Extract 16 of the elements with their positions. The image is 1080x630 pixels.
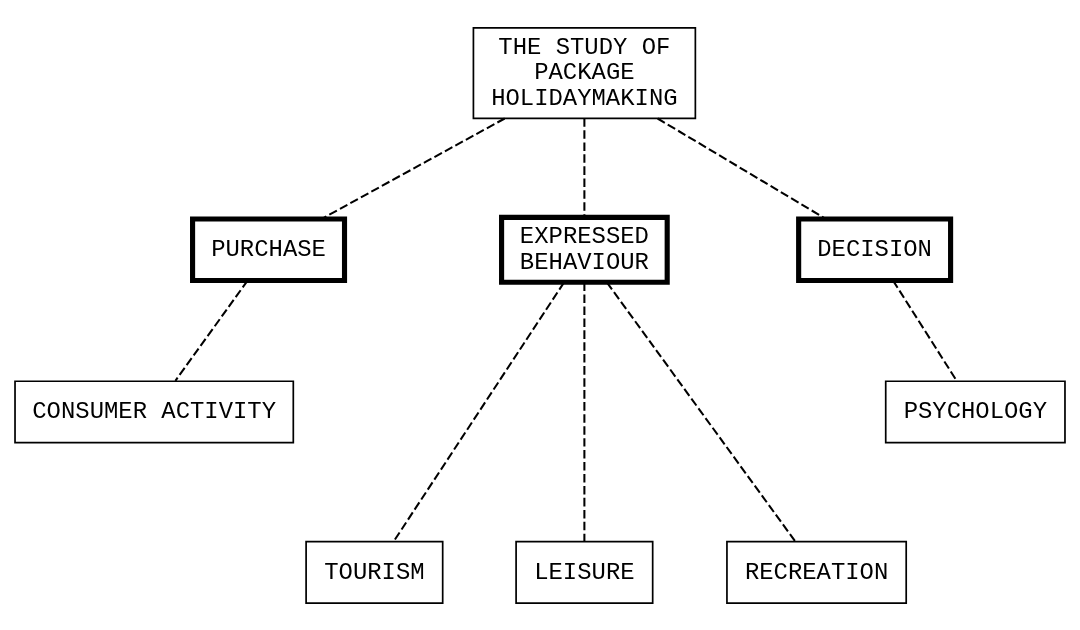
node-box: RECREATION — [726, 540, 908, 604]
node-box: PSYCHOLOGY — [884, 379, 1066, 444]
connector — [392, 281, 565, 542]
connector — [583, 118, 586, 217]
connector — [583, 282, 586, 541]
node-box: LEISURE — [515, 540, 654, 604]
node-box: THE STUDY OF PACKAGE HOLIDAYMAKING — [472, 26, 697, 119]
node-box: DECISION — [796, 216, 954, 283]
connector — [174, 279, 249, 381]
node-box: EXPRESSED BEHAVIOUR — [499, 214, 670, 285]
connector — [657, 117, 827, 220]
node-box: PURCHASE — [190, 216, 348, 283]
connector — [606, 281, 796, 542]
node-box: CONSUMER ACTIVITY — [14, 379, 295, 444]
connector — [321, 117, 506, 220]
node-box: TOURISM — [305, 540, 444, 604]
